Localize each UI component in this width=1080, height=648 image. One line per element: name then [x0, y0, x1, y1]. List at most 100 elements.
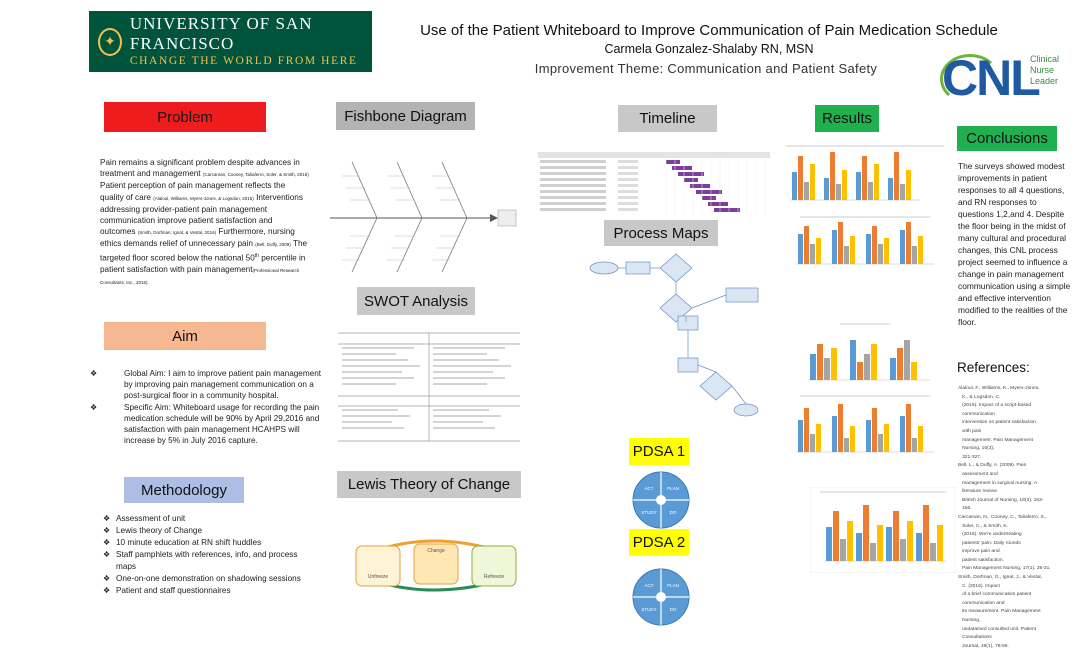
diamond-bullet-icon: ❖ [103, 574, 111, 583]
reference-line: (2015). Impact of a script-based [958, 403, 1032, 409]
results-chart-5 [810, 487, 956, 573]
chart-bar [842, 170, 847, 200]
lewis-label-unfreeze: Unfreeze [368, 574, 389, 580]
chart-bar [912, 438, 917, 452]
chart-bar [804, 182, 809, 200]
svg-text:STUDY: STUDY [641, 510, 656, 515]
reference-line: C. (2016). Impact [958, 583, 1000, 589]
reference-line: (2016). We're undertreating [958, 532, 1022, 538]
problem-header: Problem [104, 102, 266, 132]
svg-text:ACT: ACT [645, 486, 654, 491]
chart-bar [792, 172, 797, 200]
svg-text:STUDY: STUDY [641, 607, 656, 612]
aim-header: Aim [104, 322, 266, 350]
chart-bar [862, 156, 867, 200]
poster-title: Use of the Patient Whiteboard to Improve… [420, 22, 998, 39]
usf-seal-icon: ✦ [98, 27, 122, 56]
fishbone-header: Fishbone Diagram [336, 102, 475, 130]
gantt-bar [702, 196, 716, 200]
chart-bar [906, 404, 911, 452]
reference-line: British Journal of Nursing, 18(3), 153- [958, 497, 1044, 503]
chart-bar [900, 539, 906, 561]
chart-bar [870, 543, 876, 561]
cnl-logo: CNL Clinical Nurse Leader [940, 50, 1059, 106]
gantt-task-date [618, 160, 638, 163]
pdsa2-cycle-image: ACT PLAN STUDY DO [632, 568, 690, 626]
svg-text:ACT: ACT [645, 583, 654, 588]
chart-bar [810, 354, 816, 380]
gantt-task-date [618, 178, 638, 181]
reference-line: assessment and [958, 471, 998, 477]
results-header: Results [815, 105, 879, 132]
chart-bar [916, 533, 922, 561]
gantt-bar [684, 178, 698, 182]
chart-bar [871, 344, 877, 380]
reference-line: improve pain and [958, 549, 1000, 555]
chart-bar [894, 152, 899, 200]
chart-bar [872, 226, 877, 264]
lewis-label-refreeze: Refreeze [484, 574, 505, 580]
reference-line: Journal, 19(1), 78-86. [958, 643, 1009, 648]
chart-bar [844, 438, 849, 452]
chart-bar [886, 527, 892, 561]
lewis-label-change: Change [427, 548, 445, 554]
chart-bar [918, 426, 923, 452]
cnl-side-text: Clinical Nurse Leader [1030, 54, 1060, 86]
reference-line: its measurement. Pain Management [958, 609, 1041, 615]
process-map-image [586, 250, 772, 425]
chart-bar [866, 420, 871, 452]
logo-line-2: CHANGE THE WORLD FROM HERE [129, 55, 358, 67]
methodology-list: ❖Assessment of unit ❖Lewis theory of Cha… [103, 513, 318, 597]
reference-line: Bell, L., & Duffy, A. (2009). Pain [958, 463, 1027, 469]
lewis-header: Lewis Theory of Change [337, 471, 521, 498]
chart-bar [798, 234, 803, 264]
chart-bar [872, 408, 877, 452]
chart-bar [840, 539, 846, 561]
gantt-task-date [618, 208, 638, 211]
gantt-task-label [540, 166, 606, 169]
chart-bar [833, 511, 839, 561]
reference-line: patients' pain: Daily rounds [958, 540, 1021, 546]
chart-bar [847, 521, 853, 561]
reference-line: literature review. [958, 489, 998, 495]
diamond-bullet-icon: ❖ [103, 526, 111, 535]
reference-line: Nursing, [958, 618, 981, 624]
references-text: Alaloul, F., Williams, K., Myers-Jones, … [958, 385, 1074, 648]
chart-bar [893, 511, 899, 561]
gantt-task-label [540, 160, 606, 163]
chart-bar [856, 533, 862, 561]
reference-line: Carcaman, N., Cooney, C., Taliaferro, S.… [958, 514, 1047, 520]
svg-text:DO: DO [670, 510, 677, 515]
reference-line: K., & Logsdon, C. [958, 394, 1001, 400]
chart-bar [897, 348, 903, 380]
results-chart-3 [780, 320, 950, 390]
pdsa1-cycle-image: ACT PLAN STUDY DO [632, 471, 690, 529]
list-item: ❖10 minute education at RN shift huddles [103, 538, 262, 547]
chart-bar [857, 362, 863, 380]
chart-bar [850, 340, 856, 380]
chart-bar [798, 420, 803, 452]
chart-bar [836, 184, 841, 200]
diamond-bullet-icon: ❖ [103, 538, 111, 547]
reference-line: Soler, C., & Smith, K. [958, 523, 1009, 529]
gantt-bar [666, 160, 680, 164]
chart-bar [912, 246, 917, 264]
chart-bar [868, 182, 873, 200]
reference-line: communication [958, 411, 995, 417]
gantt-task-date [618, 196, 638, 199]
chart-bar [832, 230, 837, 264]
cnl-letters: CNL [942, 50, 1041, 106]
reference-line: of a brief communication patient [958, 592, 1032, 598]
list-item: ❖Patient and staff questionnaires [103, 586, 231, 595]
chart-bar [890, 358, 896, 380]
aim-list: ❖Global Aim: I aim to improve patient pa… [90, 368, 330, 446]
gantt-task-date [618, 202, 638, 205]
chart-bar [937, 525, 943, 561]
process-maps-header: Process Maps [604, 220, 718, 246]
chart-bar [844, 246, 849, 264]
chart-bar [884, 238, 889, 264]
methodology-header: Methodology [124, 477, 244, 503]
list-item: ❖Assessment of unit [103, 514, 186, 523]
chart-bar [900, 184, 905, 200]
diamond-bullet-icon: ❖ [90, 402, 98, 412]
